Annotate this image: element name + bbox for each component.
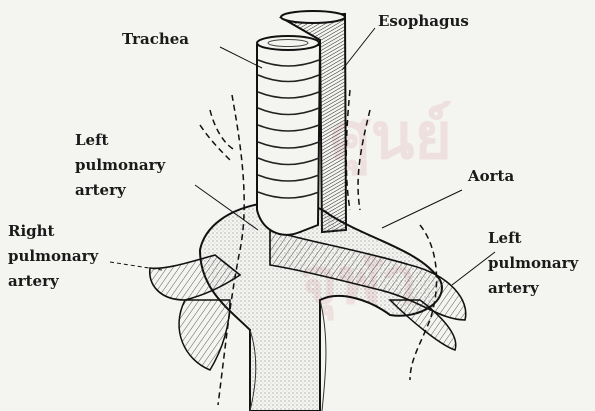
label-line: pulmonary <box>8 244 98 269</box>
label-line: Right <box>8 219 98 244</box>
label-left-pulmonary-artery-upper: Left pulmonary artery <box>75 128 165 203</box>
label-right-pulmonary-artery: Right pulmonary artery <box>8 219 98 294</box>
label-line: artery <box>8 269 98 294</box>
label-line: pulmonary <box>488 251 578 276</box>
label-line: artery <box>488 276 578 301</box>
label-aorta: Aorta <box>468 165 514 187</box>
label-trachea: Trachea <box>122 28 189 50</box>
label-left-pulmonary-artery-right: Left pulmonary artery <box>488 226 578 301</box>
label-line: artery <box>75 178 165 203</box>
label-line: Left <box>488 226 578 251</box>
label-line: Left <box>75 128 165 153</box>
trachea-shape <box>257 36 320 235</box>
label-esophagus: Esophagus <box>378 10 469 32</box>
label-line: pulmonary <box>75 153 165 178</box>
